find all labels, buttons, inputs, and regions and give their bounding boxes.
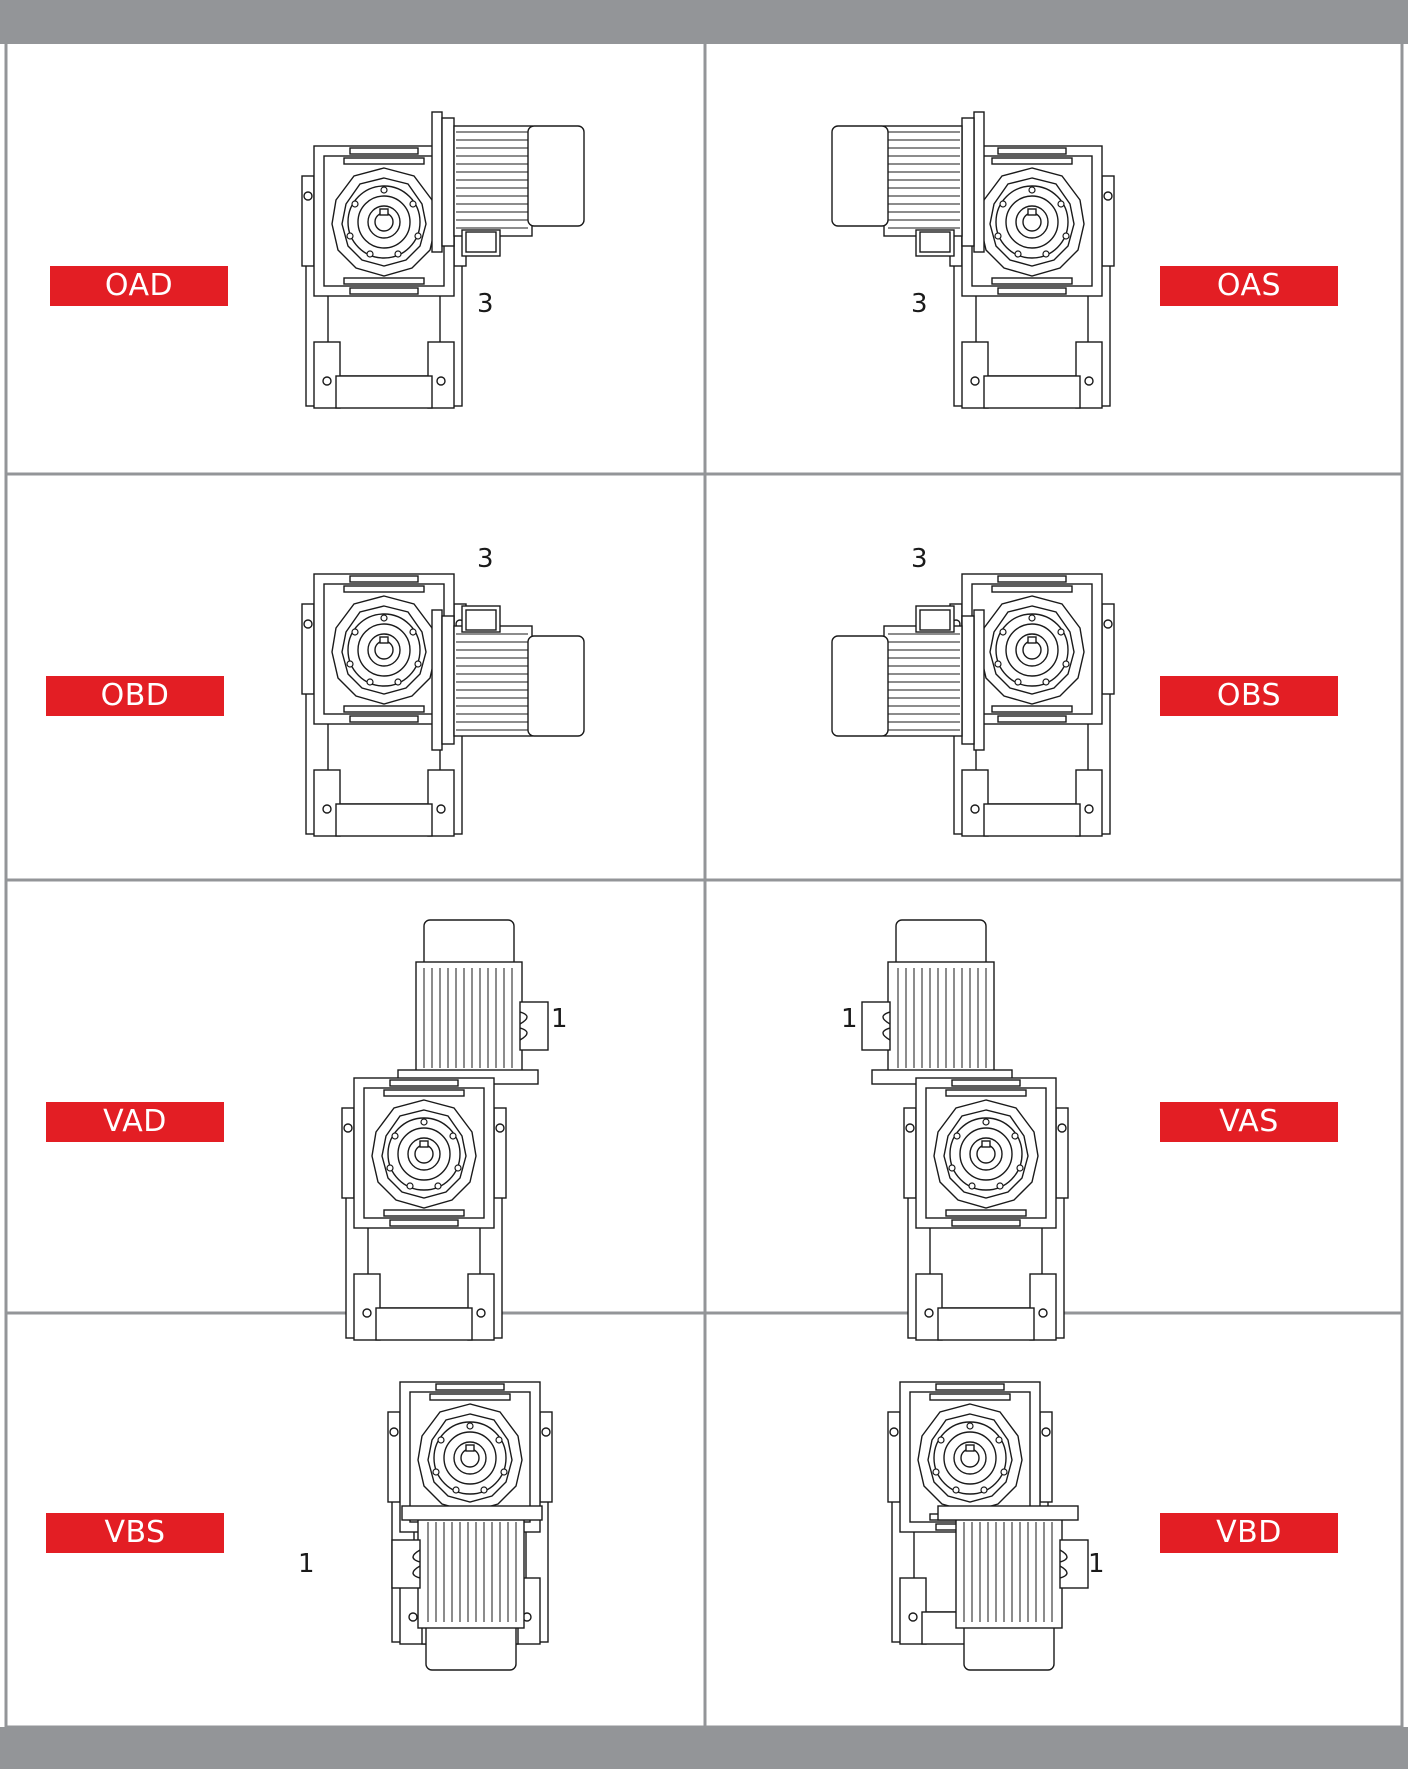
bottom-band xyxy=(0,1727,1408,1769)
terminal-box-position-number: 3 xyxy=(911,289,928,319)
mounting-code-label: VAS xyxy=(1160,1102,1338,1142)
mounting-code-label: OAD xyxy=(50,266,228,306)
terminal-box-position-number: 1 xyxy=(841,1004,858,1034)
gearmotor-drawing-vbs xyxy=(387,1381,553,1671)
mounting-code-label: VBS xyxy=(46,1513,224,1553)
gearmotor-drawing-oas xyxy=(831,111,1115,409)
terminal-box-position-number: 3 xyxy=(477,289,494,319)
terminal-box-position-number: 1 xyxy=(1088,1549,1105,1579)
terminal-box-position-number: 3 xyxy=(477,544,494,574)
gearmotor-drawing-vbd xyxy=(887,1381,1089,1671)
gearmotor-drawing-oad xyxy=(301,111,585,409)
mounting-code-label: VBD xyxy=(1160,1513,1338,1553)
gearmotor-drawing-vad xyxy=(341,919,549,1341)
mounting-code-label: OBD xyxy=(46,676,224,716)
terminal-box-position-number: 3 xyxy=(911,544,928,574)
terminal-box-position-number: 1 xyxy=(298,1549,315,1579)
mounting-code-label: OBS xyxy=(1160,676,1338,716)
gearmotor-drawing-vas xyxy=(861,919,1069,1341)
top-band xyxy=(0,0,1408,44)
terminal-box-position-number: 1 xyxy=(551,1004,568,1034)
mounting-code-label: VAD xyxy=(46,1102,224,1142)
gearmotor-drawing-obd xyxy=(301,573,585,837)
gearmotor-drawing-obs xyxy=(831,573,1115,837)
mounting-code-label: OAS xyxy=(1160,266,1338,306)
